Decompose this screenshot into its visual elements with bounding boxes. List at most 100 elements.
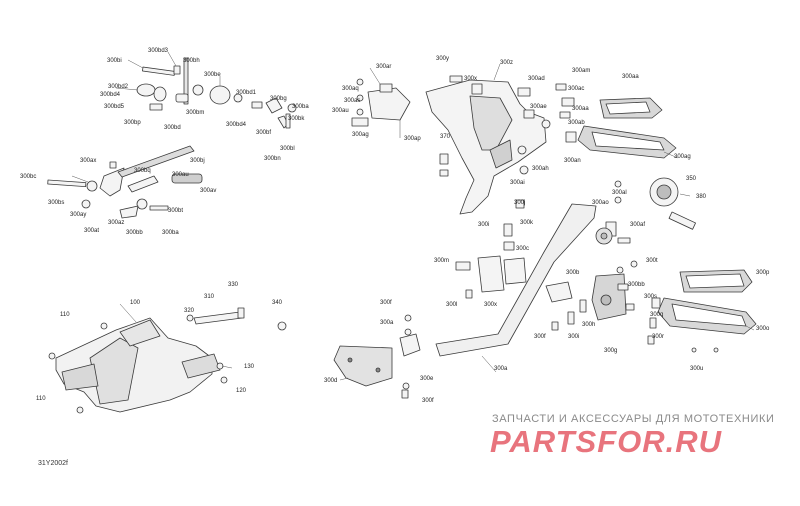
callout-300bd1: 300bd1	[236, 90, 257, 96]
callout-300bd4: 300bd4	[100, 92, 121, 98]
callout-300h: 300h	[582, 322, 596, 328]
callout-300bt: 300bt	[168, 208, 184, 214]
callout-300x-b: 300x	[484, 302, 498, 308]
callout-300p: 300p	[756, 270, 770, 276]
callout-300as: 300as	[344, 98, 361, 104]
callout-300bf: 300bf	[256, 130, 272, 136]
callout-300a-b: 300a	[494, 366, 508, 372]
callout-300an: 300an	[564, 158, 581, 164]
callout-300am: 300am	[572, 68, 591, 74]
callout-300o: 300o	[756, 326, 770, 332]
callout-300ah: 300ah	[532, 166, 549, 172]
callout-300ar: 300ar	[376, 64, 392, 70]
callout-300ai: 300ai	[510, 180, 525, 186]
callout-320: 320	[184, 308, 195, 314]
callout-300au: 300au	[172, 172, 189, 178]
callout-310: 310	[204, 294, 215, 300]
callout-300aa: 300aa	[622, 74, 639, 80]
pedal-bracket-assembly	[351, 75, 577, 215]
callout-300bp: 300bp	[124, 120, 141, 126]
callout-300f-c: 300f	[422, 398, 434, 404]
callout-300ad: 300ad	[528, 76, 545, 82]
callout-300l: 300l	[446, 302, 458, 308]
callout-300ba-b: 300ba	[162, 230, 179, 236]
watermark-tagline: ЗАПЧАСТИ И АКСЕССУАРЫ ДЛЯ МОТОТЕХНИКИ	[492, 413, 775, 425]
callout-130: 130	[244, 364, 255, 370]
callout-300ac: 300ac	[568, 86, 585, 92]
callout-300at: 300at	[84, 228, 100, 234]
callout-300ax: 300ax	[80, 158, 97, 164]
callout-300bb-b: 300bb	[628, 282, 645, 288]
callout-300ap: 300ap	[404, 136, 421, 142]
callout-300az: 300az	[108, 220, 125, 226]
callout-300bs: 300bs	[48, 200, 65, 206]
callout-300t: 300t	[646, 258, 658, 264]
callout-300q: 300q	[650, 312, 664, 318]
footpeg-upper	[577, 97, 696, 245]
callout-300y: 300y	[436, 56, 450, 62]
callout-300ba: 300ba	[292, 104, 309, 110]
callout-300bg: 300bg	[270, 96, 287, 102]
callout-300c: 300c	[516, 246, 530, 252]
callout-330: 330	[228, 282, 239, 288]
callout-300av: 300av	[200, 188, 217, 194]
callout-300bc: 300bc	[20, 174, 37, 180]
callout-300bd4-b: 300bd4	[226, 122, 247, 128]
callout-300bn: 300bn	[264, 156, 281, 162]
callout-110-bottom: 110	[36, 396, 46, 402]
callout-300bb: 300bb	[126, 230, 143, 236]
callout-300ao: 300ao	[592, 200, 609, 206]
callout-370: 370	[440, 134, 451, 140]
callout-340: 340	[272, 300, 283, 306]
callout-300af: 300af	[630, 222, 646, 228]
callout-300f-b: 300f	[534, 334, 546, 340]
callout-120: 120	[236, 388, 247, 394]
callout-300bd3: 300bd3	[148, 48, 169, 54]
callout-300al: 300al	[612, 190, 627, 196]
callout-300ag-b: 300ag	[674, 154, 691, 160]
diagram-code: 31Y2002f	[38, 460, 68, 467]
callout-300bh: 300bh	[183, 58, 200, 64]
watermark-brand-logo[interactable]: PARTSFOR.RU	[490, 424, 723, 459]
callout-300e: 300e	[420, 376, 434, 382]
callout-380: 380	[696, 194, 707, 200]
callout-300u: 300u	[690, 366, 704, 372]
callout-100: 100	[130, 300, 141, 306]
callout-300ab: 300ab	[568, 120, 585, 126]
callout-300i-b: 300i	[568, 334, 580, 340]
shift-lever	[333, 199, 719, 387]
callout-300a: 300a	[380, 320, 394, 326]
callout-300g: 300g	[604, 348, 618, 354]
callout-300as-b: 300aa	[572, 106, 589, 112]
footpeg-lower	[657, 269, 757, 335]
callout-300bd2: 300bd2	[108, 84, 129, 90]
callout-300au-b: 300au	[332, 108, 349, 114]
callout-110-top: 110	[60, 312, 70, 318]
callout-300bi: 300bi	[107, 58, 122, 64]
callout-300i: 300i	[478, 222, 490, 228]
callout-300z: 300z	[500, 60, 514, 66]
callout-300be: 300be	[204, 72, 221, 78]
callout-300bl: 300bl	[280, 146, 295, 152]
shift-linkage-assembly	[47, 57, 297, 219]
callout-300bm: 300bm	[186, 110, 205, 116]
callout-300j: 300j	[514, 200, 526, 206]
callout-300k: 300k	[520, 220, 534, 226]
callout-300bd: 300bd	[164, 125, 181, 131]
callout-300m: 300m	[434, 258, 450, 264]
callout-300ag: 300ag	[352, 132, 369, 138]
callout-300ay: 300ay	[70, 212, 87, 218]
callout-350: 350	[686, 176, 697, 182]
callout-300bk: 300bk	[288, 116, 305, 122]
callout-300bd5: 300bd5	[104, 104, 125, 110]
callout-300d: 300d	[324, 378, 338, 384]
footrest-bracket	[48, 307, 412, 414]
callout-300bq: 300bq	[134, 168, 151, 174]
callout-300r: 300r	[652, 334, 665, 340]
callout-300s: 300s	[644, 294, 658, 300]
callout-300x: 300x	[464, 76, 478, 82]
callout-300aq: 300aq	[342, 86, 359, 92]
callout-300f: 300f	[380, 300, 392, 306]
callout-300b: 300b	[566, 270, 580, 276]
